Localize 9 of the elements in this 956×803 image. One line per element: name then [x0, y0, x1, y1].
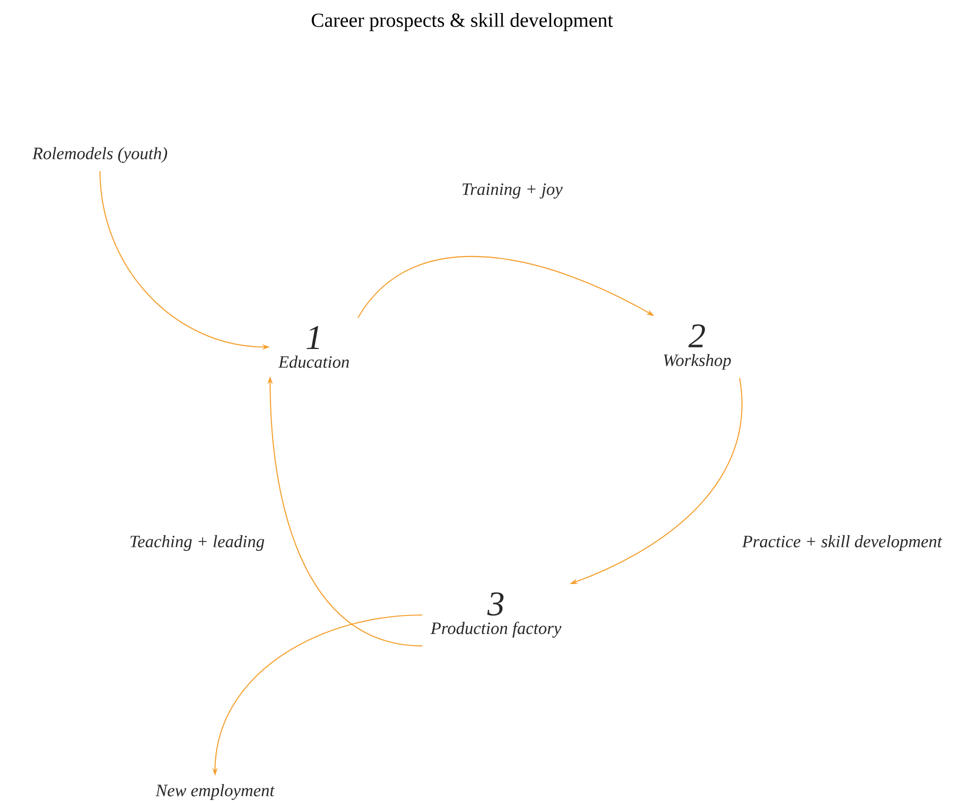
title: Career prospects & skill development	[312, 12, 613, 32]
text-label: New employment	[155, 784, 275, 800]
step-label: 2 Workshop	[664, 324, 731, 370]
text-label: Rolemodels (youth)	[32, 147, 168, 163]
edge-label: Training + joy	[460, 182, 564, 200]
step-label: 1 Education	[278, 326, 349, 368]
edge-label: Practice + skill development	[740, 534, 944, 552]
edge-label: Teaching + leading	[128, 534, 266, 552]
step-label: 3 Production factory	[430, 592, 562, 638]
